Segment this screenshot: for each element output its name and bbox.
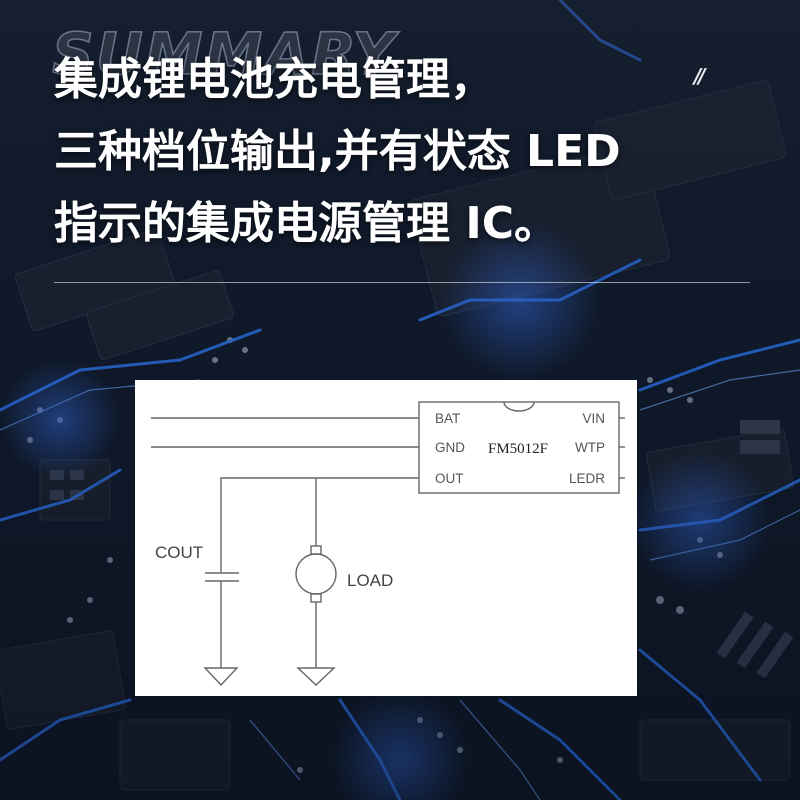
pin-label-wtp: WTP: [575, 440, 605, 455]
headline-line-3: 指示的集成电源管理 IC。: [54, 198, 558, 249]
headline-line-2: 三种档位输出,并有状态 LED: [54, 126, 621, 177]
circuit-diagram: BAT GND OUT VIN WTP LEDR FM5012F COUT LO…: [151, 401, 625, 687]
summary-watermark: SUMMARY: [51, 19, 397, 89]
divider-line: [54, 282, 750, 283]
circuit-diagram-panel: BAT GND OUT VIN WTP LEDR FM5012F COUT LO…: [135, 380, 637, 696]
motor-terminal-top: [310, 545, 322, 555]
pin-label-out: OUT: [435, 471, 464, 486]
headline-line-1: 集成锂电池充电管理，: [54, 54, 494, 105]
headline: 集成锂电池充电管理， 三种档位输出,并有状态 LED 指示的集成电源管理 IC。: [54, 44, 794, 260]
ground-symbol-load: [296, 667, 336, 686]
pin-label-vin: VIN: [582, 411, 605, 426]
load-label: LOAD: [347, 571, 393, 590]
motor-terminal-bottom: [310, 593, 322, 603]
decorative-slashes: //: [694, 64, 705, 88]
ground-symbol-capacitor: [203, 667, 239, 687]
ic-chip-notch: [503, 401, 535, 412]
pin-label-ledr: LEDR: [569, 471, 605, 486]
pin-label-bat: BAT: [435, 411, 460, 426]
ic-chip-name: FM5012F: [488, 441, 548, 457]
out-wire: [220, 477, 419, 573]
capacitor-label: COUT: [155, 543, 203, 562]
pin-label-gnd: GND: [435, 440, 465, 455]
motor-load-icon: [295, 553, 337, 595]
